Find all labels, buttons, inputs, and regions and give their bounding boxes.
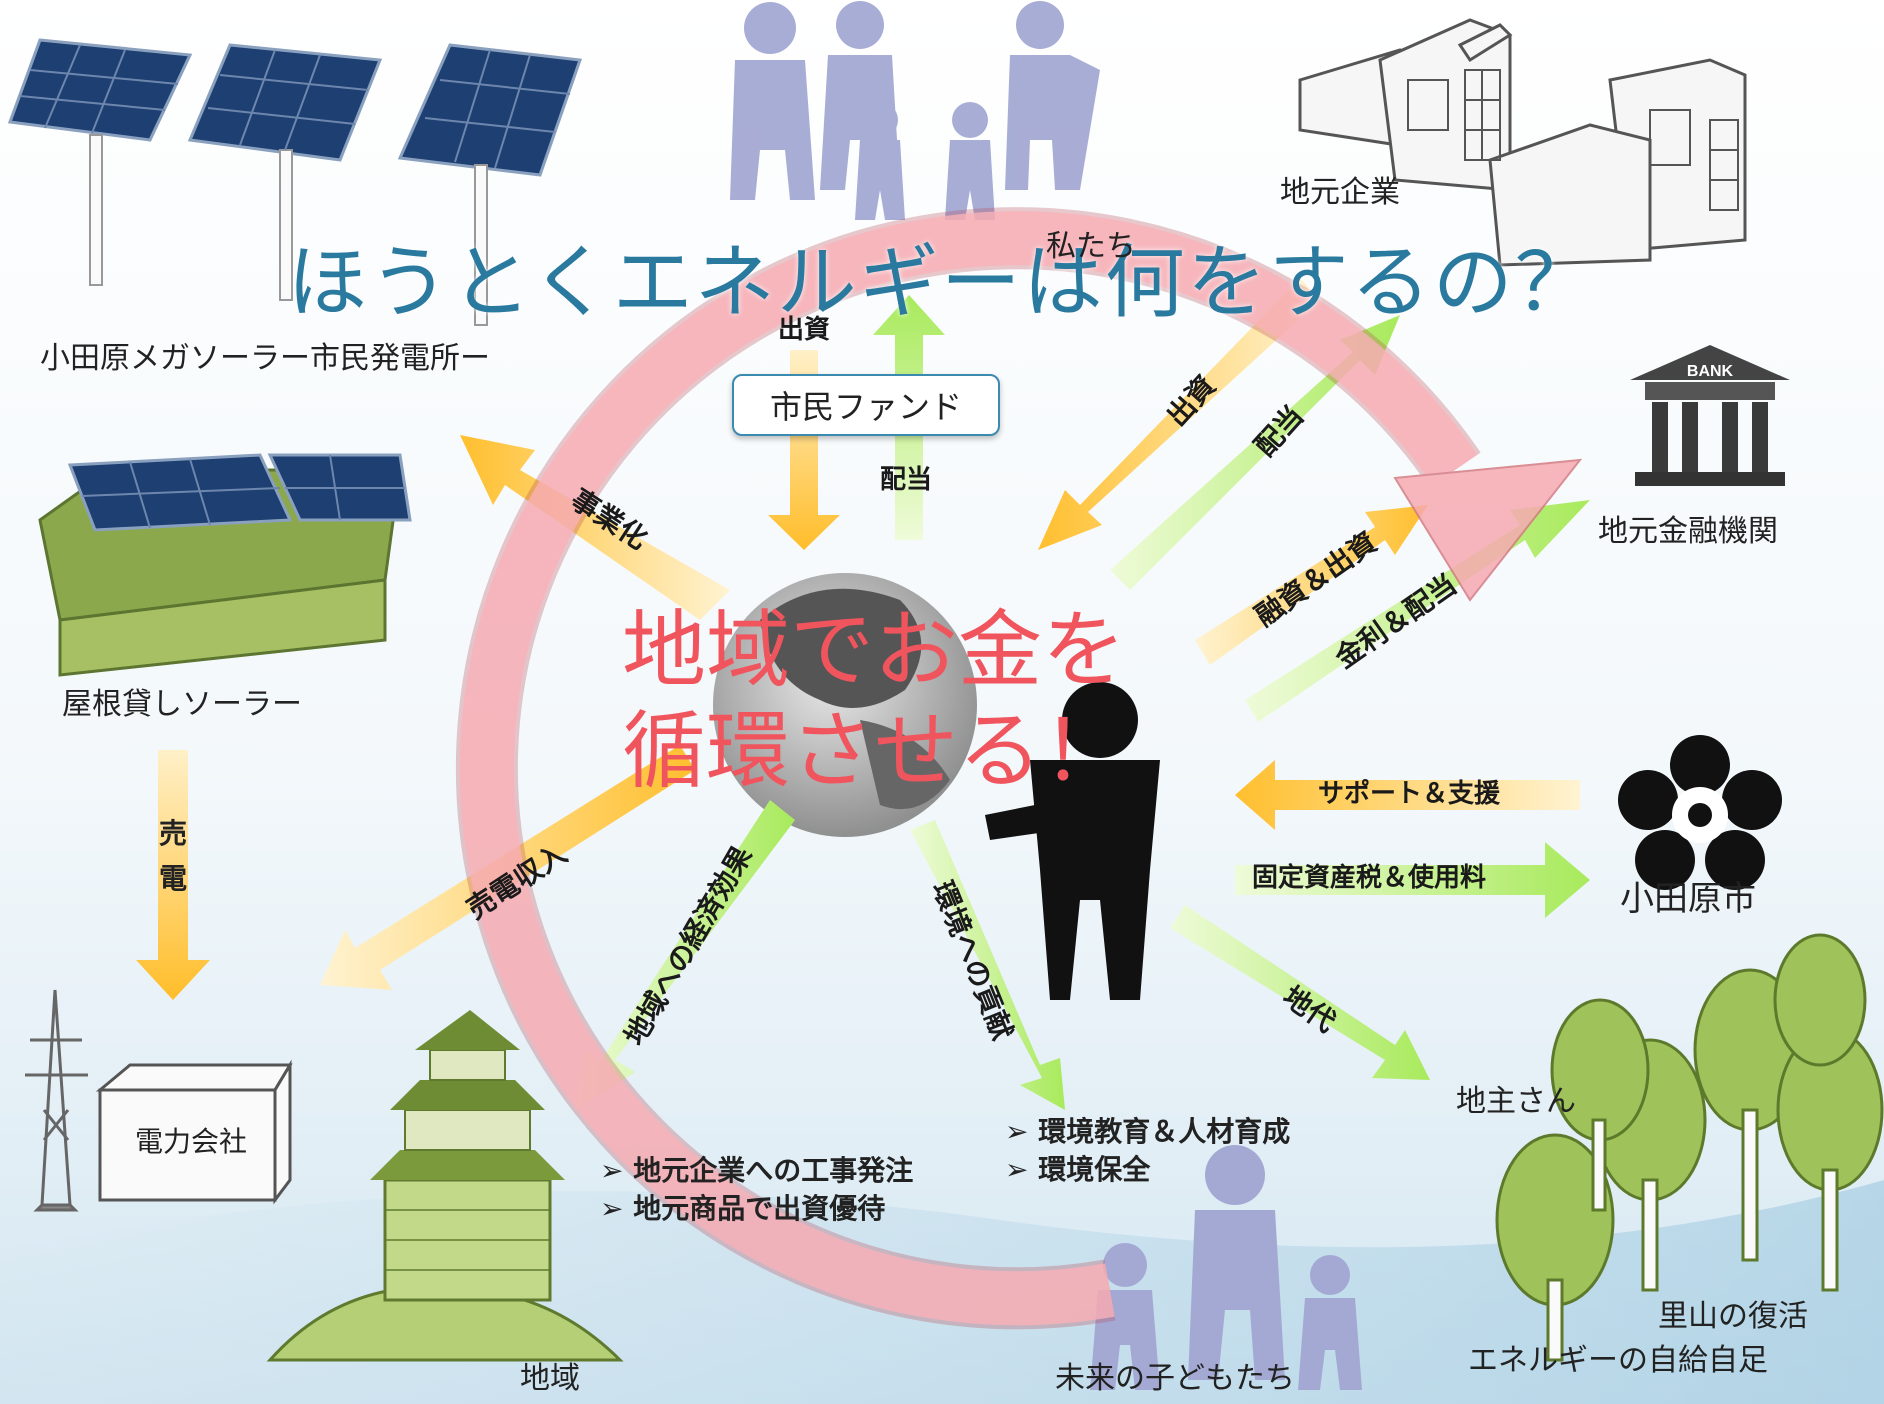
region-bullet-item: ➢ 地元商品で出資優待 — [600, 1191, 886, 1225]
power-tower-icon — [25, 989, 88, 1212]
region-bullet-list: ➢ 地元企業への工事発注 ➢ 地元商品で出資優待 — [600, 1152, 913, 1228]
node-satoyama-2: エネルギーの自給自足 — [1468, 1343, 1768, 1378]
satoyama-trees-icon — [1495, 933, 1884, 1362]
citizen-fund-box: 市民ファンド — [732, 374, 1000, 436]
bank-icon: BANK — [1630, 345, 1790, 486]
node-power-company: 電力会社 — [108, 1090, 274, 1190]
bank-sign: BANK — [1687, 363, 1734, 380]
companies-icon — [1298, 18, 1747, 267]
family-icon — [1090, 1145, 1362, 1390]
node-bank: 地元金融機関 — [1598, 514, 1778, 549]
arrow-invest-company — [1038, 278, 1320, 550]
node-mega-solar: 小田原メガソーラー市民発電所ー — [40, 341, 490, 376]
arrow-support — [1235, 760, 1580, 830]
env-bullet-item: ➢ 環境保全 — [1005, 1152, 1151, 1186]
env-bullet-list: ➢ 環境教育＆人材育成 ➢ 環境保全 — [1005, 1113, 1290, 1189]
roof-solar-icon — [38, 453, 412, 677]
label-sell-power: 売 電 — [158, 812, 188, 902]
node-roof-solar: 屋根貸しソーラー — [62, 687, 302, 722]
arrow-loan-invest — [1195, 505, 1428, 665]
node-companies: 地元企業 — [1280, 175, 1400, 210]
circulation-ring-arrow — [455, 207, 1583, 1330]
node-landowner: 地主さん — [1456, 1084, 1576, 1119]
node-satoyama-1: 里山の復活 — [1658, 1299, 1808, 1334]
city-emblem-icon — [1618, 735, 1782, 890]
arrow-economic-effect — [575, 800, 795, 1110]
arrow-dividend-company — [1110, 315, 1400, 590]
arrow-env-contribution — [910, 820, 1065, 1110]
castle-icon — [266, 1010, 624, 1362]
node-citizens: 私たち — [1046, 229, 1136, 264]
power-company-box-icon — [95, 1059, 293, 1205]
citizen-fund-label: 市民ファンド — [769, 388, 962, 426]
person-silhouette-icon — [985, 682, 1160, 1000]
env-bullet-item: ➢ 環境教育＆人材育成 — [1005, 1115, 1291, 1148]
arrow-tax-fee — [1235, 842, 1590, 918]
node-future-children: 未来の子どもたち — [1055, 1361, 1295, 1396]
label-invest-top: 出資 — [778, 315, 831, 345]
arrow-commercialize — [460, 435, 730, 620]
citizens-icon — [730, 1, 1100, 220]
arrow-interest-dividend — [1245, 500, 1590, 722]
region-bullet-item: ➢ 地元企業への工事発注 — [600, 1154, 914, 1187]
arrow-sell-power — [136, 750, 210, 1000]
mega-solar-icon — [7, 38, 583, 326]
label-sell-power-1: 売 — [158, 817, 187, 850]
arrow-invest-top — [768, 350, 840, 550]
label-support: サポート＆支援 — [1318, 779, 1501, 809]
globe-icon — [713, 573, 977, 837]
diagram-title: ほうとくエネルギーは何をするの？ — [287, 236, 1597, 329]
label-tax-fee: 固定資産税＆使用料 — [1252, 863, 1487, 893]
arrow-land-rent — [1170, 905, 1430, 1080]
power-company-label: 電力会社 — [134, 1125, 247, 1158]
label-dividend-top: 配当 — [880, 465, 933, 495]
center-message-line2: 循環させる！ — [622, 701, 1127, 800]
center-message-line1: 地域でお金を — [622, 601, 1127, 699]
node-region: 地域 — [520, 1361, 580, 1396]
label-sell-power-2: 電 — [158, 861, 187, 895]
node-city: 小田原市 — [1620, 879, 1756, 919]
center-message: 地域でお金を 循環させる！ — [622, 600, 1242, 802]
